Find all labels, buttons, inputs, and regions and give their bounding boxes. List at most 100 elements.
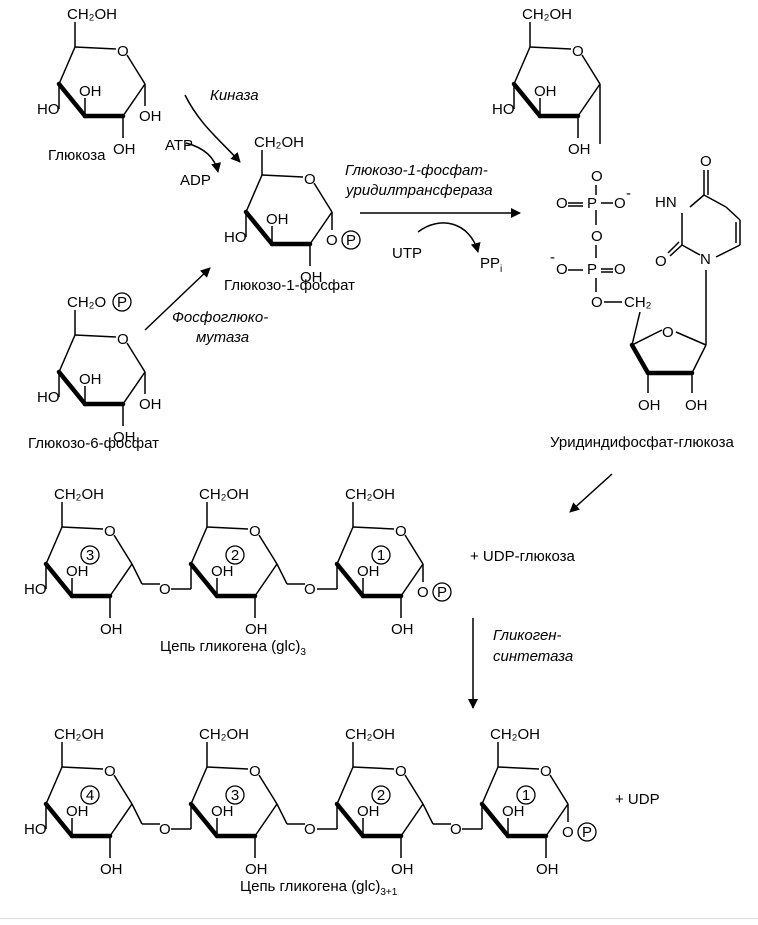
bond-line [404,774,424,805]
oxygen-anion: O [614,195,626,212]
residue-number: 2 [371,785,391,805]
ch2oh-group: CH₂OH [345,726,395,743]
uridylyltransferase-label-2: уридилтрансфераза [345,182,493,199]
bond-line [629,342,651,376]
ring-oxygen: O [249,763,261,780]
bond-line [497,766,540,770]
uridylyltransferase-label-1: Глюкозо-1-фосфат- [345,162,488,179]
phosphate-circle: P [432,582,452,602]
minus-charge: - [550,249,555,266]
oh-group: OH [357,563,380,580]
ribose-oxygen: O [662,324,674,341]
bond-line [74,334,117,338]
circle-text: 3 [231,787,239,804]
bond-line [245,174,263,213]
oh-group: OH [245,861,268,878]
bond-line [336,526,354,565]
plus-udp-label: + UDP [615,791,660,808]
chain-3-label: Цепь гликогена (glc)3 [160,638,306,658]
circle-text: P [582,824,592,841]
ho-group: HO [37,101,60,118]
bond-line [188,561,220,599]
bond-line [131,563,143,585]
bond-line [56,369,88,407]
residue-number: 3 [80,545,100,565]
bond-line [400,563,424,597]
bond-line [58,46,76,85]
bond-line [109,803,133,837]
bond-line [545,803,569,837]
phosphate-circle: P [112,292,132,312]
bond-line [481,766,499,805]
bond-line [513,46,531,85]
bond-line [126,54,146,85]
circle-mark [225,545,245,565]
circle-mark [516,785,536,805]
oxo-oxygen: O [556,195,568,212]
circle-mark [371,785,391,805]
oh-group: OH [391,861,414,878]
glucose-1-phosphate-label: Глюкозо-1-фосфат [224,277,355,294]
bond-line [190,526,208,565]
glucose-6-phosphate-label: Глюкозо-6-фосфат [28,435,159,452]
phosphoglucomutase-label-2: мутаза [196,329,249,346]
glycosidic-oxygen: O [562,824,574,841]
glycogen-synthase-label-2: синтетаза [493,648,573,665]
plus-udp-glucose-label: + UDP-глюкоза [470,548,576,565]
oh-group: OH [391,621,414,638]
ch2o-group: CH₂O [67,294,106,311]
oh-group: OH [357,803,380,820]
circle-text: 4 [86,787,94,804]
oh-group: OH [211,563,234,580]
phosphorus-atom: P [587,195,597,212]
phosphoglucomutase-arrow [144,267,211,331]
oh-group: OH [536,861,559,878]
glycosidic-oxygen: O [417,584,429,601]
oh-group: OH [245,621,268,638]
bond-line [113,774,133,805]
ring-oxygen: O [572,43,584,60]
bond-line [404,534,424,565]
phosphate-circle: P [577,822,597,842]
atp-adp-curved-arrow [185,142,221,173]
bond-line [188,801,220,839]
bond-line [131,803,143,825]
bond-line [113,534,133,565]
ring-oxygen: O [249,523,261,540]
bond-line [43,561,75,599]
circle-mark [112,292,132,312]
bond-line [479,801,511,839]
bond-line [126,342,146,373]
ch2oh-group: CH₂OH [490,726,540,743]
circle-text: P [346,232,356,249]
bond-line [261,174,304,178]
oh-group: OH [211,803,234,820]
bond-line [309,211,333,245]
ch2oh-group: CH₂OH [67,6,117,23]
glycosidic-oxygen: O [304,581,316,598]
bond-line [681,244,701,256]
ring-oxygen: O [117,43,129,60]
kinase-arrow [184,94,241,163]
bond-line [689,194,705,208]
bond-line [56,81,88,119]
adp-label: ADP [180,172,211,189]
glycosidic-oxygen: O [304,821,316,838]
uracil-o4: O [700,153,712,170]
bond-line [667,241,680,254]
ho-group: HO [492,101,515,118]
ch2oh-group: CH₂OH [54,726,104,743]
bond-line [529,46,572,50]
bond-line [276,803,288,825]
uracil-n1: N [700,251,711,268]
bond-line [691,344,707,374]
oh-group: OH [113,141,136,158]
bond-line [631,311,641,346]
bond-line [276,563,288,585]
bond-line [74,46,117,50]
ch2oh-group: CH₂OH [199,486,249,503]
